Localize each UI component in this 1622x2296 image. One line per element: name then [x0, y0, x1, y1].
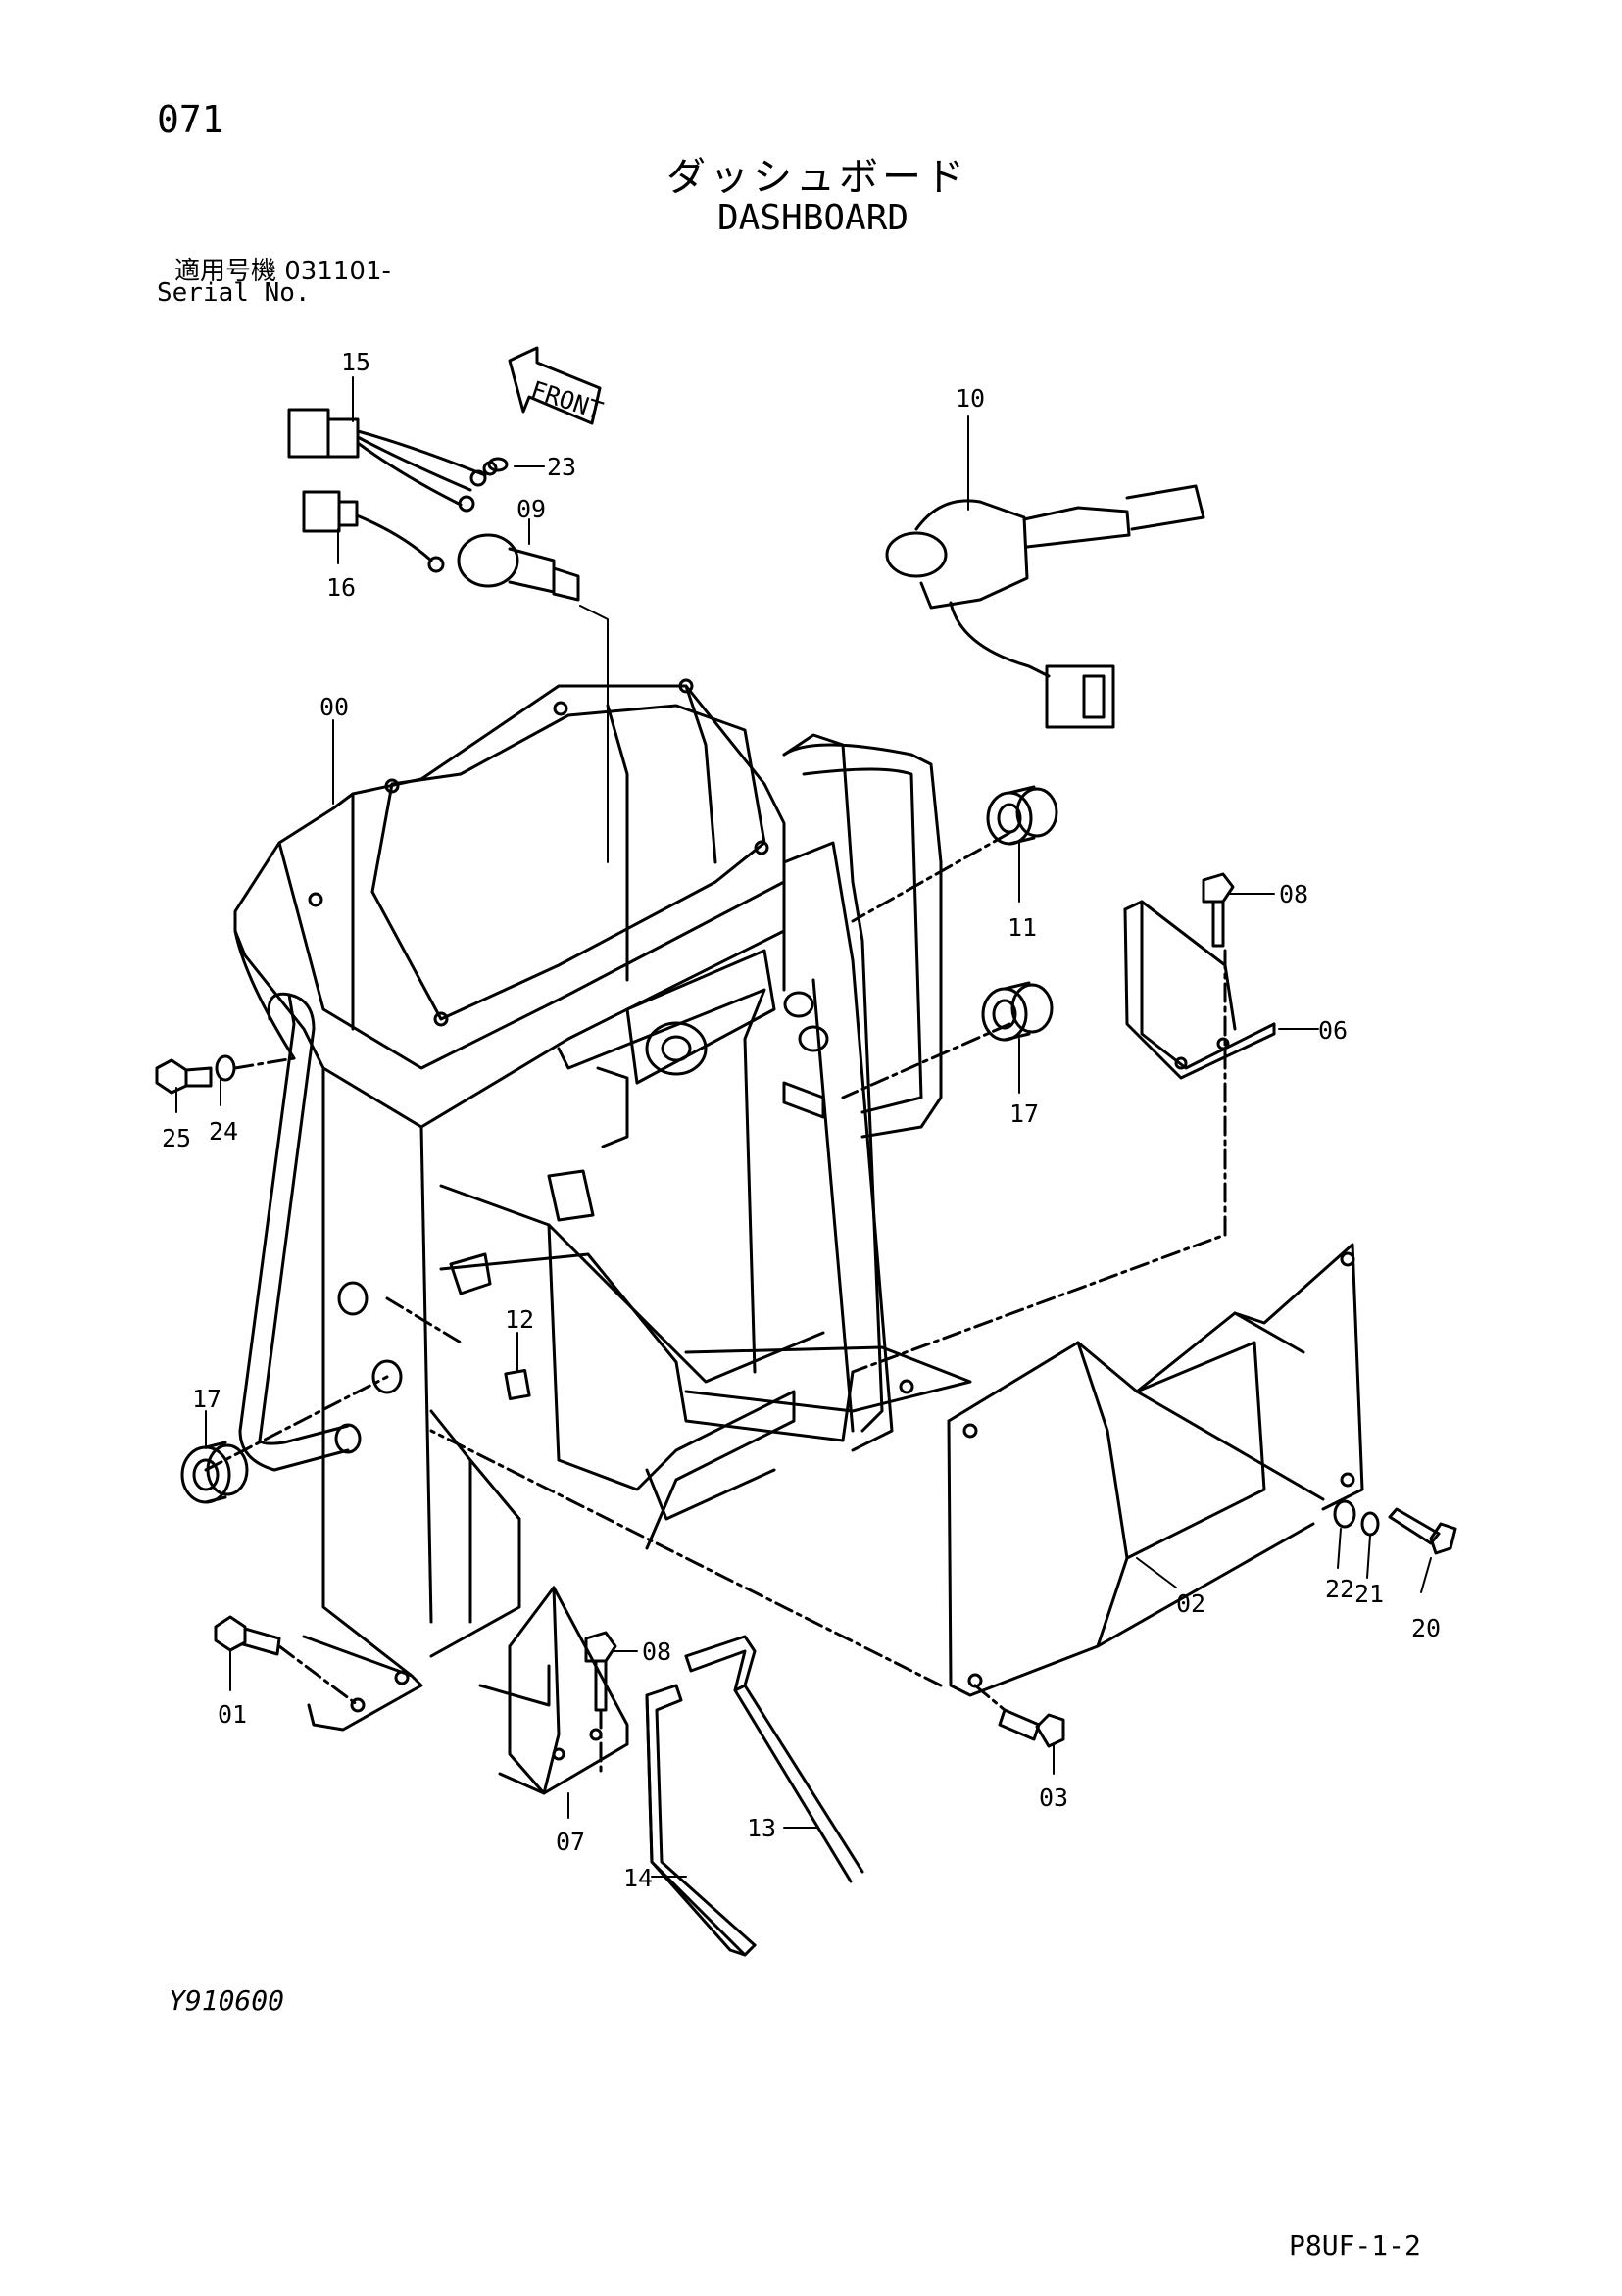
callout-16: 16	[326, 573, 356, 602]
part-23-washer	[487, 457, 509, 472]
callout-24: 24	[209, 1117, 238, 1146]
callout-06: 06	[1318, 1016, 1348, 1045]
callout-labels: 15 23 09 16 10 00 11 08 06 25 24 17 12 1…	[162, 348, 1441, 1892]
part-11-grommet	[986, 785, 1058, 846]
callout-10: 10	[956, 384, 985, 413]
part-00-dashboard-frame	[233, 678, 972, 1732]
part-12-clip	[504, 1368, 531, 1401]
callout-17-right: 17	[1009, 1099, 1039, 1128]
part-01-bolt	[214, 1615, 281, 1656]
callout-14: 14	[623, 1864, 653, 1892]
reference-code: Y910600	[169, 1984, 285, 2017]
callout-08-lower: 08	[642, 1637, 671, 1666]
part-10-lever-switch	[885, 484, 1205, 729]
part-13-strip	[684, 1635, 864, 1883]
part-21-washer	[1360, 1511, 1380, 1537]
part-06-bracket	[1123, 900, 1276, 1080]
callout-17-left: 17	[192, 1385, 221, 1413]
callout-08-upper: 08	[1279, 880, 1308, 908]
serial-label-english: Serial No.	[157, 278, 311, 308]
front-arrow-label: FRONT	[527, 375, 607, 425]
part-02-cover	[947, 1243, 1364, 1697]
callout-25: 25	[162, 1124, 191, 1152]
callout-22: 22	[1325, 1575, 1354, 1603]
callout-11: 11	[1008, 913, 1037, 942]
callout-09: 09	[516, 495, 546, 523]
tube-handle-left	[238, 992, 362, 1472]
callout-23: 23	[547, 453, 576, 481]
leader-lines	[175, 376, 1432, 1878]
part-14-strip	[645, 1684, 757, 1957]
part-15-harness	[287, 408, 498, 513]
callout-20: 20	[1411, 1614, 1441, 1642]
title-japanese: ダッシュボード	[666, 155, 968, 200]
callout-12: 12	[505, 1305, 534, 1334]
callout-21: 21	[1354, 1580, 1384, 1608]
callout-01: 01	[218, 1700, 247, 1729]
title-english: DASHBOARD	[717, 198, 909, 238]
front-arrow: FRONT	[508, 346, 607, 425]
part-24-washer	[215, 1054, 236, 1082]
part-08-bolt-lower	[584, 1631, 617, 1712]
part-25-bolt	[155, 1058, 213, 1095]
part-17-grommet-left	[180, 1441, 249, 1504]
part-20-bolt	[1388, 1507, 1457, 1555]
part-07-bracket	[498, 1586, 629, 1795]
part-03-bolt	[998, 1708, 1065, 1748]
callout-15: 15	[341, 348, 370, 376]
serial-label-japanese: 適用号機 031101-	[174, 257, 391, 286]
page-number: 071	[157, 98, 224, 141]
part-16-connector	[302, 490, 445, 573]
part-17-grommet-right	[981, 981, 1054, 1042]
part-09-key-switch	[457, 533, 580, 602]
callout-00: 00	[319, 693, 349, 721]
callout-03: 03	[1039, 1783, 1068, 1812]
part-08-bolt-upper	[1202, 872, 1235, 948]
callout-07: 07	[556, 1828, 585, 1856]
part-22-washer	[1333, 1499, 1356, 1529]
callout-13: 13	[747, 1814, 776, 1842]
callout-02: 02	[1176, 1589, 1205, 1618]
sheet-code: P8UF-1-2	[1289, 2229, 1421, 2262]
